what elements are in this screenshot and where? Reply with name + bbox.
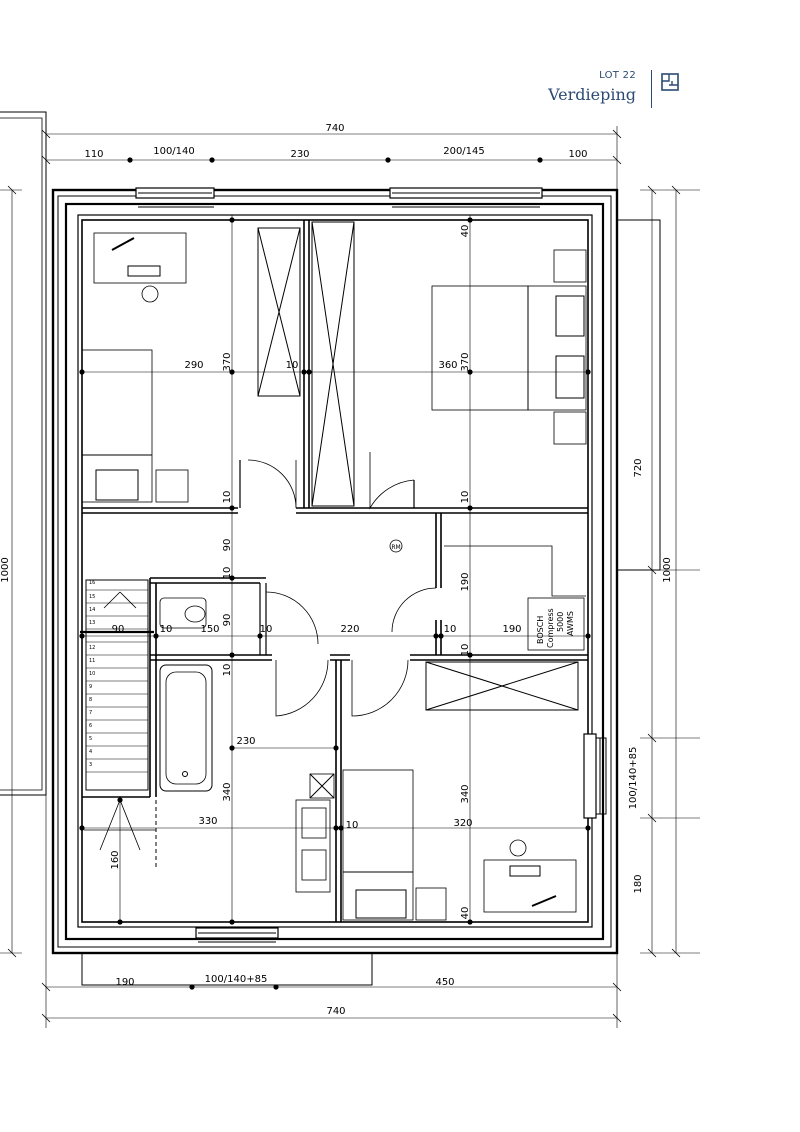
dim-room-tr-width: 360 [438, 360, 457, 371]
dim-hall-wall-2: 10 [444, 624, 457, 635]
boiler-label-1: BOSCH [536, 616, 545, 644]
stair-step: 4 [89, 749, 92, 755]
stair-step: 3 [89, 762, 92, 768]
dim-bottom-total: 740 [326, 1006, 345, 1017]
dim-stair-90: 90 [112, 624, 125, 635]
dim-bottom-1: 190 [115, 977, 134, 988]
boiler-label-3: 5000 [556, 612, 565, 632]
dim-stair-wall: 10 [160, 624, 173, 635]
dim-bath-160: 160 [110, 850, 121, 869]
dim-bottom-40: 40 [460, 907, 471, 920]
dim-room-br-340: 340 [460, 784, 471, 803]
dim-top-1: 110 [84, 149, 103, 160]
dim-utility-190: 190 [502, 624, 521, 635]
dim-wc-150: 150 [200, 624, 219, 635]
stair-step: 9 [89, 684, 92, 690]
stair-step: 10 [89, 671, 95, 677]
dim-top-total: 740 [325, 123, 344, 134]
dim-wall-tr: 10 [460, 491, 471, 504]
dim-hall-wall: 10 [222, 567, 233, 580]
dim-right-total: 1000 [662, 557, 673, 582]
dim-bath-wall: 10 [222, 664, 233, 677]
page-header: LOT 22 Verdieping [538, 66, 738, 110]
dim-top-40: 40 [460, 225, 471, 238]
dim-top-5: 100 [568, 149, 587, 160]
dim-right-2: 100/140+85 [628, 747, 639, 810]
floor-title: Verdieping [548, 85, 636, 104]
dim-bottom-2: 100/140+85 [205, 974, 268, 985]
boiler-label-4: AWMS [566, 611, 575, 636]
dim-bottom-3: 450 [435, 977, 454, 988]
dim-left-total: 1000 [0, 557, 11, 582]
stair-step: 15 [89, 594, 95, 600]
dim-room-tl-height: 370 [222, 352, 233, 371]
stair-step: 12 [89, 645, 95, 651]
dim-wc-90: 90 [222, 614, 233, 627]
stair-step: 11 [89, 658, 95, 664]
stair-step: 13 [89, 620, 95, 626]
header-divider [650, 70, 652, 108]
dim-top-4: 200/145 [443, 146, 485, 157]
stair-step: 14 [89, 607, 95, 613]
dim-utility-wall: 10 [460, 644, 471, 657]
dim-hall-190: 190 [460, 572, 471, 591]
floorplan-icon [661, 73, 679, 91]
dim-wall-tl: 10 [222, 491, 233, 504]
dim-bath-330: 330 [198, 816, 217, 827]
dim-right-3: 180 [633, 874, 644, 893]
stair-step: 8 [89, 697, 92, 703]
dim-bath-340: 340 [222, 782, 233, 801]
dim-room-tr-height: 370 [460, 352, 471, 371]
dim-wc-wall: 10 [260, 624, 273, 635]
dim-top-2: 100/140 [153, 146, 195, 157]
dim-bath-230: 230 [236, 736, 255, 747]
stair-step: 5 [89, 736, 92, 742]
dim-room-tl-width: 290 [184, 360, 203, 371]
rm-label: RM [391, 544, 400, 551]
dim-wall-10: 10 [286, 360, 299, 371]
boiler-label-2: Compress [546, 608, 555, 648]
lot-label: LOT 22 [599, 70, 636, 81]
dim-room-br-320: 320 [453, 818, 472, 829]
stair-step: 16 [89, 580, 95, 586]
dim-right-1: 720 [633, 458, 644, 477]
dim-top-3: 230 [290, 149, 309, 160]
stair-step: 6 [89, 723, 92, 729]
dim-hall-220: 220 [340, 624, 359, 635]
dim-br-wall: 10 [346, 820, 359, 831]
stair-step: 7 [89, 710, 92, 716]
dim-hall-90: 90 [222, 539, 233, 552]
